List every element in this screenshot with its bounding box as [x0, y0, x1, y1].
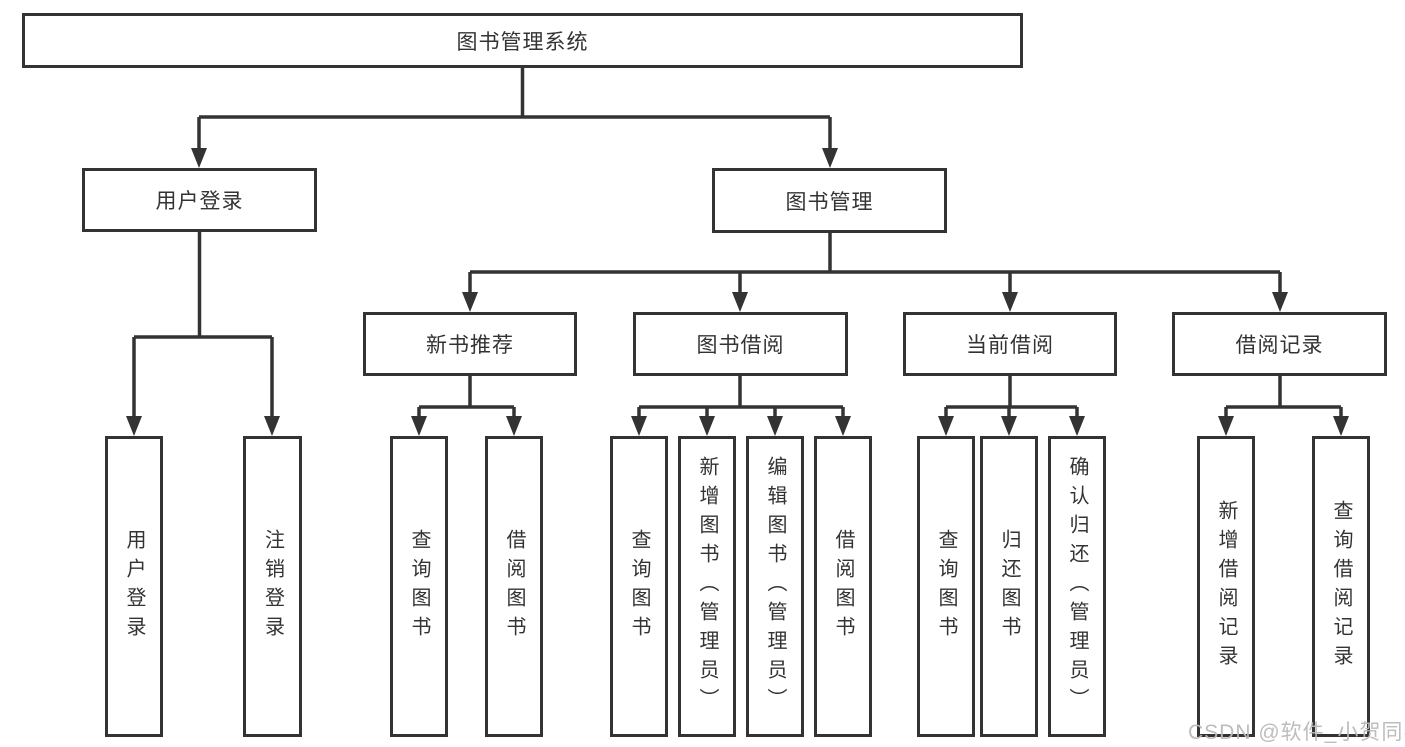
node-book-borrow: 图书借阅: [633, 312, 848, 376]
node-user-login-label: 用户登录: [155, 190, 244, 213]
leaf-records-query-record: 查询借阅记录: [1312, 436, 1370, 737]
leaf-logout: 注销登录: [243, 436, 302, 737]
leaf-borrow-edit-books-admin: 编辑图书（管理员）: [746, 436, 804, 737]
leaf-current-confirm-return-admin-label: 确认归还（管理员）: [1066, 456, 1088, 717]
leaf-current-return-books: 归还图书: [980, 436, 1038, 737]
leaf-recommend-query-books-label: 查询图书: [408, 528, 430, 645]
leaf-current-query-books: 查询图书: [917, 436, 975, 737]
connector-login-to-leaves: [126, 232, 280, 436]
leaf-recommend-borrow-books-label: 借阅图书: [503, 528, 525, 645]
leaf-recommend-query-books: 查询图书: [390, 436, 448, 737]
node-user-login: 用户登录: [82, 168, 317, 232]
node-current-borrow-label: 当前借阅: [966, 334, 1054, 357]
leaf-borrow-borrow-books-label: 借阅图书: [832, 528, 854, 645]
connector-borrow-to-leaves: [631, 376, 851, 436]
leaf-records-add-record-label: 新增借阅记录: [1215, 499, 1237, 674]
leaf-borrow-edit-books-admin-label: 编辑图书（管理员）: [764, 456, 786, 717]
leaf-borrow-add-books-admin-label: 新增图书（管理员）: [696, 456, 718, 717]
connector-records-to-leaves: [1218, 376, 1349, 436]
leaf-borrow-borrow-books: 借阅图书: [814, 436, 872, 737]
watermark-text: CSDN @软件_小贺同学: [1188, 721, 1405, 744]
node-new-book-recommend: 新书推荐: [363, 312, 577, 376]
leaf-current-return-books-label: 归还图书: [998, 528, 1020, 645]
leaf-user-login-label: 用户登录: [123, 528, 145, 645]
leaf-borrow-query-books-label: 查询图书: [628, 528, 650, 645]
leaf-borrow-query-books: 查询图书: [610, 436, 668, 737]
node-new-book-recommend-label: 新书推荐: [426, 334, 514, 357]
node-book-management: 图书管理: [712, 168, 947, 233]
leaf-logout-label: 注销登录: [261, 528, 284, 645]
node-borrow-records-label: 借阅记录: [1235, 334, 1324, 357]
leaf-current-query-books-label: 查询图书: [935, 528, 957, 645]
node-current-borrow: 当前借阅: [903, 312, 1117, 376]
leaf-borrow-add-books-admin: 新增图书（管理员）: [678, 436, 736, 737]
leaf-records-query-record-label: 查询借阅记录: [1330, 499, 1352, 674]
leaf-recommend-borrow-books: 借阅图书: [485, 436, 543, 737]
connector-current-to-leaves: [938, 376, 1085, 436]
node-root-system: 图书管理系统: [22, 13, 1023, 68]
node-root-label: 图书管理系统: [456, 30, 589, 54]
leaf-user-login: 用户登录: [105, 436, 163, 737]
connector-recommend-to-leaves: [411, 376, 522, 436]
connector-management-to-branches: [462, 232, 1288, 312]
leaf-current-confirm-return-admin: 确认归还（管理员）: [1048, 436, 1106, 737]
node-borrow-records: 借阅记录: [1172, 312, 1387, 376]
connector-root-to-level2: [191, 66, 838, 168]
leaf-records-add-record: 新增借阅记录: [1197, 436, 1255, 737]
node-book-borrow-label: 图书借阅: [696, 334, 785, 357]
node-book-management-label: 图书管理: [785, 190, 874, 214]
